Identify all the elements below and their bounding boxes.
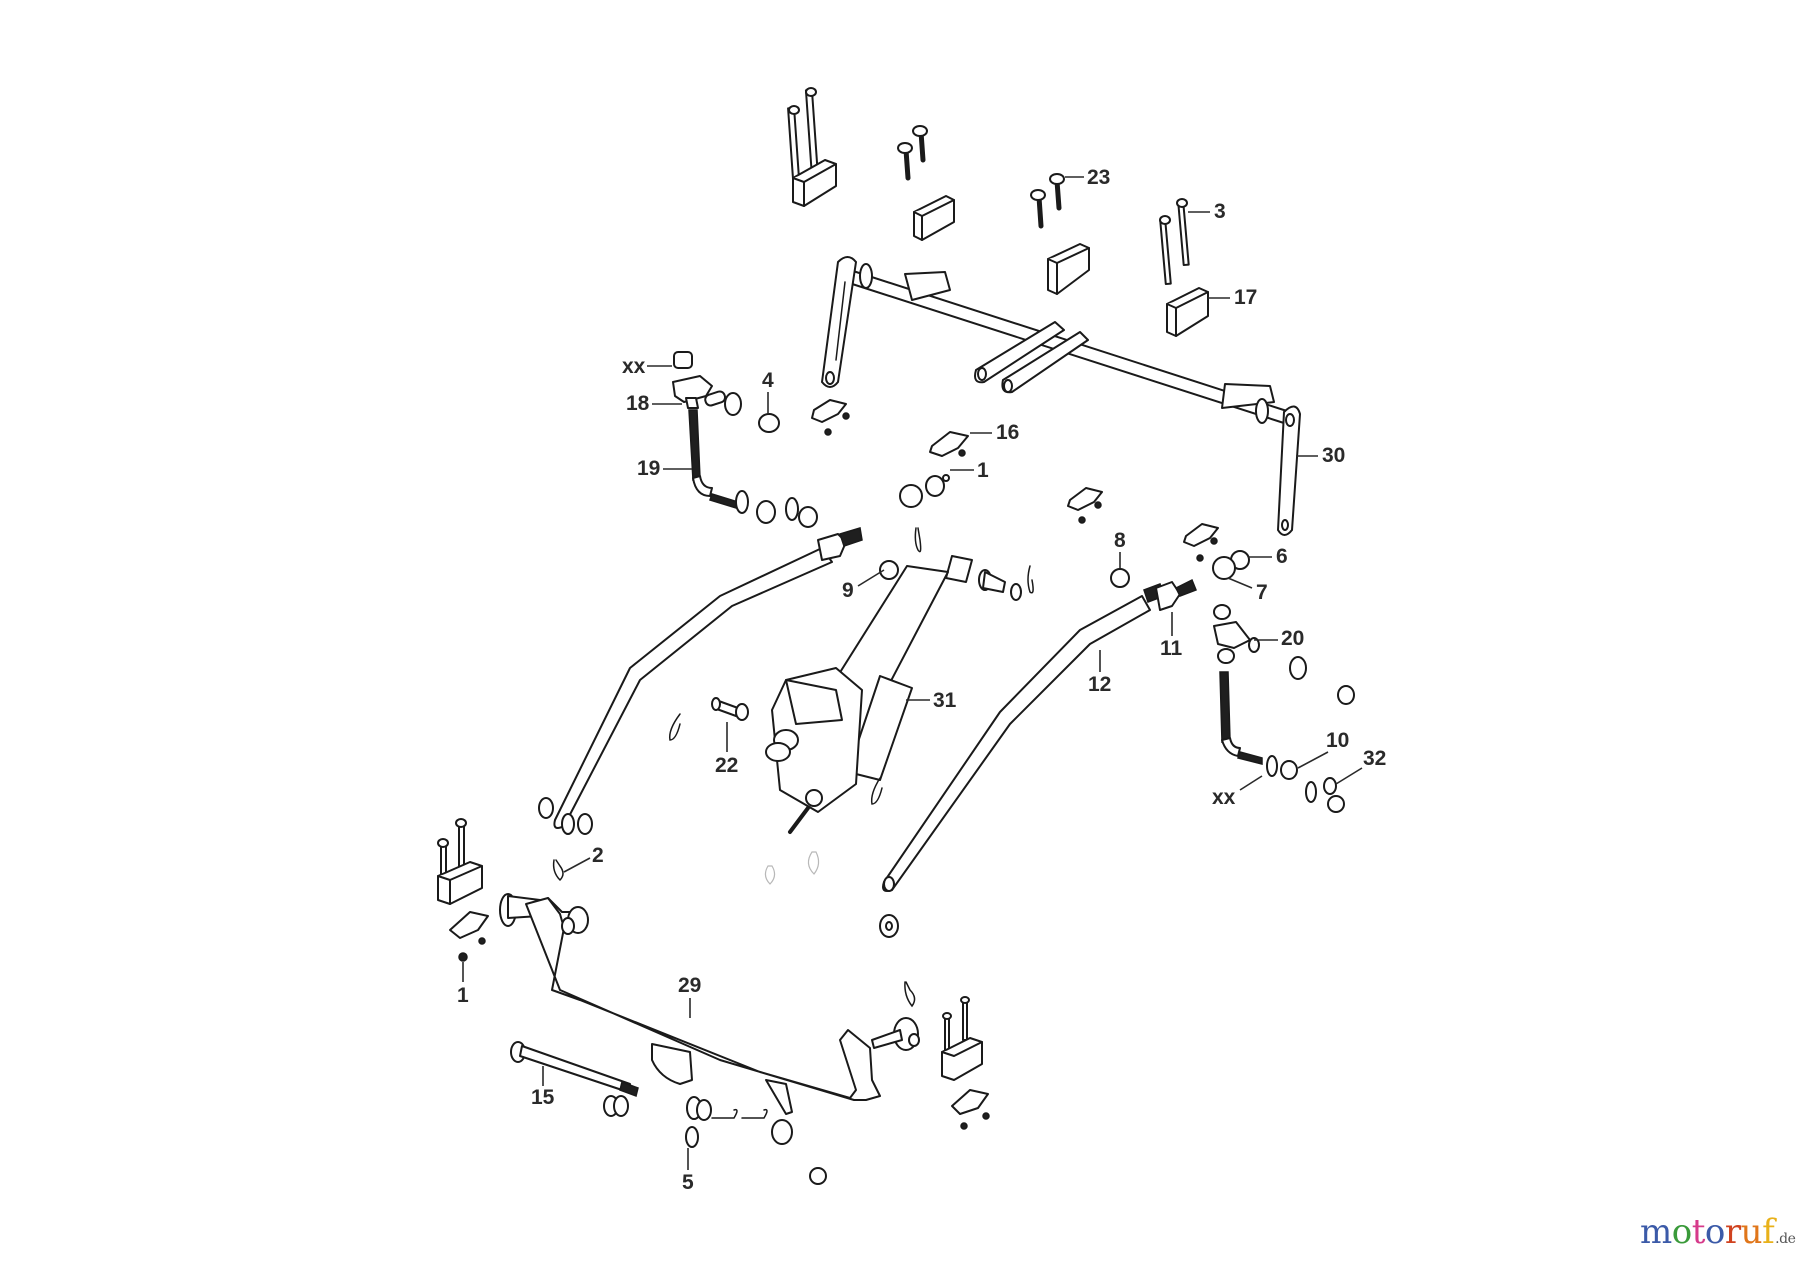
clamp-plate-far-right xyxy=(1183,523,1219,562)
callout-3: 3 xyxy=(1214,200,1226,223)
actuator-31 xyxy=(765,555,973,834)
swivel-block-11 xyxy=(1143,578,1197,611)
callout-5: 5 xyxy=(682,1171,694,1194)
washers-nuts-right xyxy=(1266,656,1355,813)
logo-letter: m xyxy=(1640,1212,1672,1252)
callout-4: 4 xyxy=(762,369,774,392)
logo-letter: f xyxy=(1762,1212,1775,1252)
logo-letter: o xyxy=(1671,1212,1692,1252)
callout-6: 6 xyxy=(1276,545,1288,568)
callout-xx-upper: xx xyxy=(622,355,646,378)
pivot-pin-15 xyxy=(510,1041,639,1097)
clamp-plate-lower-right xyxy=(951,1089,990,1130)
bearing-block-17a xyxy=(792,159,837,207)
callout-xx-lower: xx xyxy=(1212,786,1236,809)
callout-32: 32 xyxy=(1363,747,1387,770)
callout-18: 18 xyxy=(626,392,650,415)
bearing-block-17c xyxy=(1047,243,1090,295)
logo-letter: u xyxy=(1740,1212,1763,1252)
callout-31: 31 xyxy=(933,689,957,712)
faint-clips xyxy=(764,851,820,885)
bracket-mid-shaft xyxy=(904,271,951,301)
cotter-pin-right xyxy=(870,777,883,805)
axle-bracket-29 xyxy=(499,893,920,1115)
hair-pin-right xyxy=(904,981,916,1008)
bracket-right-shaft xyxy=(1221,383,1275,424)
logo-letter: r xyxy=(1724,1212,1741,1252)
lock-nut-4 xyxy=(758,413,780,433)
washer-under-link xyxy=(879,914,899,938)
washers-lower-center xyxy=(685,1096,827,1185)
logo-letter: t xyxy=(1691,1212,1706,1252)
callout-11: 11 xyxy=(1160,637,1183,660)
bearing-block-lower-right xyxy=(941,996,983,1081)
callout-1-lower: 1 xyxy=(457,984,469,1007)
callout-7: 7 xyxy=(1256,581,1268,604)
clamp-plate-16 xyxy=(929,431,969,457)
callout-19: 19 xyxy=(637,457,661,480)
cotter-pin-left xyxy=(668,713,681,741)
callout-9: 9 xyxy=(842,579,854,602)
callout-1-upper: 1 xyxy=(977,459,989,482)
lock-nut-9 xyxy=(879,560,899,580)
callout-12: 12 xyxy=(1088,673,1112,696)
clamp-plate-left xyxy=(811,399,850,436)
hair-pin-2 xyxy=(552,859,564,882)
threaded-rod-19 xyxy=(688,409,749,514)
motoruf-logo: motoruf.de xyxy=(1640,1212,1796,1252)
callout-17: 17 xyxy=(1234,286,1258,309)
lock-nut-8 xyxy=(1110,568,1130,588)
bearing-block-17d xyxy=(1166,287,1209,337)
nuts-left xyxy=(756,497,818,528)
lift-link-12 xyxy=(882,595,1151,892)
callout-8: 8 xyxy=(1114,529,1126,552)
callout-22: 22 xyxy=(715,754,739,777)
nuts-center-1 xyxy=(899,474,950,508)
callout-20: 20 xyxy=(1281,627,1305,650)
pin-right-actuator xyxy=(978,565,1034,601)
clip-top-actuator xyxy=(914,527,922,553)
lift-link-left xyxy=(538,547,833,835)
callout-30: 30 xyxy=(1322,444,1346,467)
carriage-bolts-23 xyxy=(1030,173,1065,229)
callout-16: 16 xyxy=(996,421,1020,444)
swivel-block-20 xyxy=(1213,604,1260,664)
clamp-plate-right xyxy=(1067,487,1103,524)
nuts-6-7 xyxy=(1212,550,1250,580)
washers-lower-left xyxy=(603,1095,629,1117)
lift-arm-30 xyxy=(1277,405,1301,536)
clamp-plate-lower-left xyxy=(449,911,489,962)
threaded-rod-right xyxy=(1219,671,1263,765)
callout-23: 23 xyxy=(1087,166,1111,189)
carriage-bolts-left xyxy=(897,125,928,181)
lift-arm-left xyxy=(821,256,857,388)
callout-15: 15 xyxy=(531,1086,555,1109)
bearing-block-lower-left xyxy=(437,818,483,905)
swivel-block-left xyxy=(817,527,863,561)
logo-letter: o xyxy=(1704,1212,1725,1252)
lift-arm-center-pair xyxy=(974,321,1089,394)
callout-10: 10 xyxy=(1326,729,1350,752)
callout-29: 29 xyxy=(678,974,702,997)
bearing-block-17b xyxy=(913,195,955,241)
callout-2: 2 xyxy=(592,844,604,867)
clevis-pin-22 xyxy=(711,697,749,721)
logo-tld: .de xyxy=(1775,1231,1796,1247)
cap-screws-3 xyxy=(1159,198,1190,286)
leader-lines xyxy=(462,176,1363,1170)
swivel-block-18 xyxy=(672,351,742,416)
